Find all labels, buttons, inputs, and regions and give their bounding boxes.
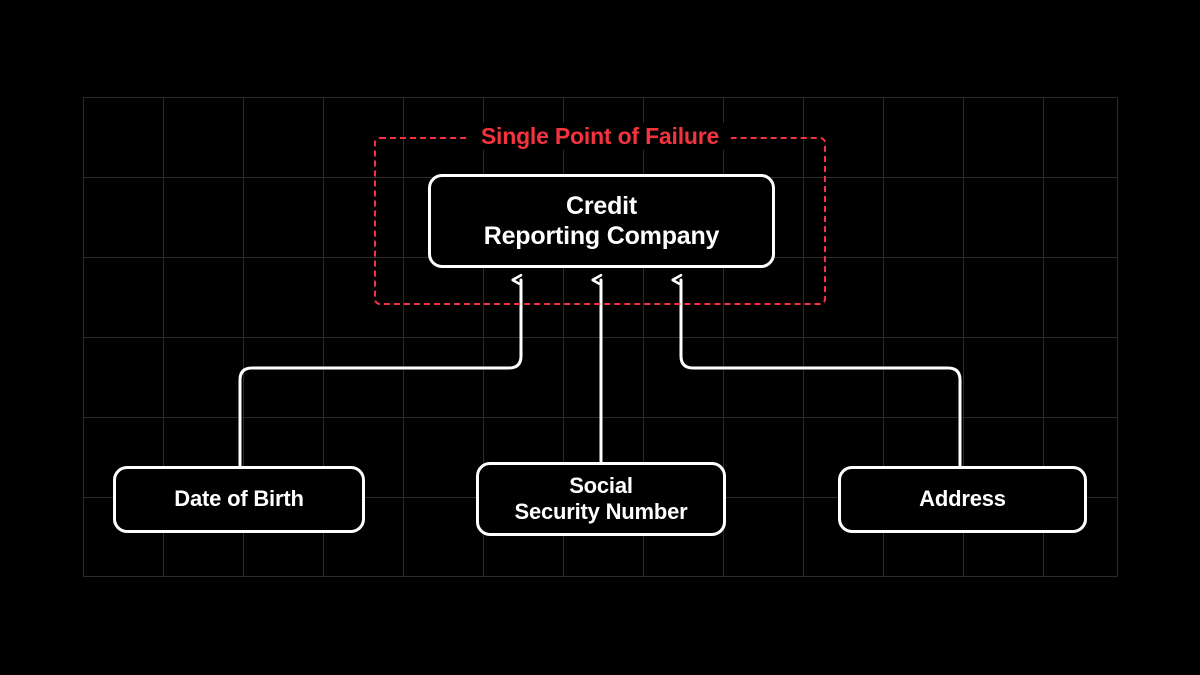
node-credit-reporting-company[interactable]: Credit Reporting Company [428, 174, 775, 268]
connector-address-to-crc [681, 280, 962, 468]
node-social-security-number-label: Social Security Number [514, 472, 688, 524]
node-date-of-birth[interactable]: Date of Birth [113, 466, 365, 533]
single-point-of-failure-label: Single Point of Failure [468, 122, 732, 150]
node-date-of-birth-label: Date of Birth [174, 486, 304, 512]
node-credit-reporting-company-label: Credit Reporting Company [483, 192, 720, 250]
node-address-label: Address [919, 486, 1006, 512]
connector-dob-to-crc [238, 280, 523, 468]
node-social-security-number[interactable]: Social Security Number [476, 462, 726, 536]
node-address[interactable]: Address [838, 466, 1087, 533]
